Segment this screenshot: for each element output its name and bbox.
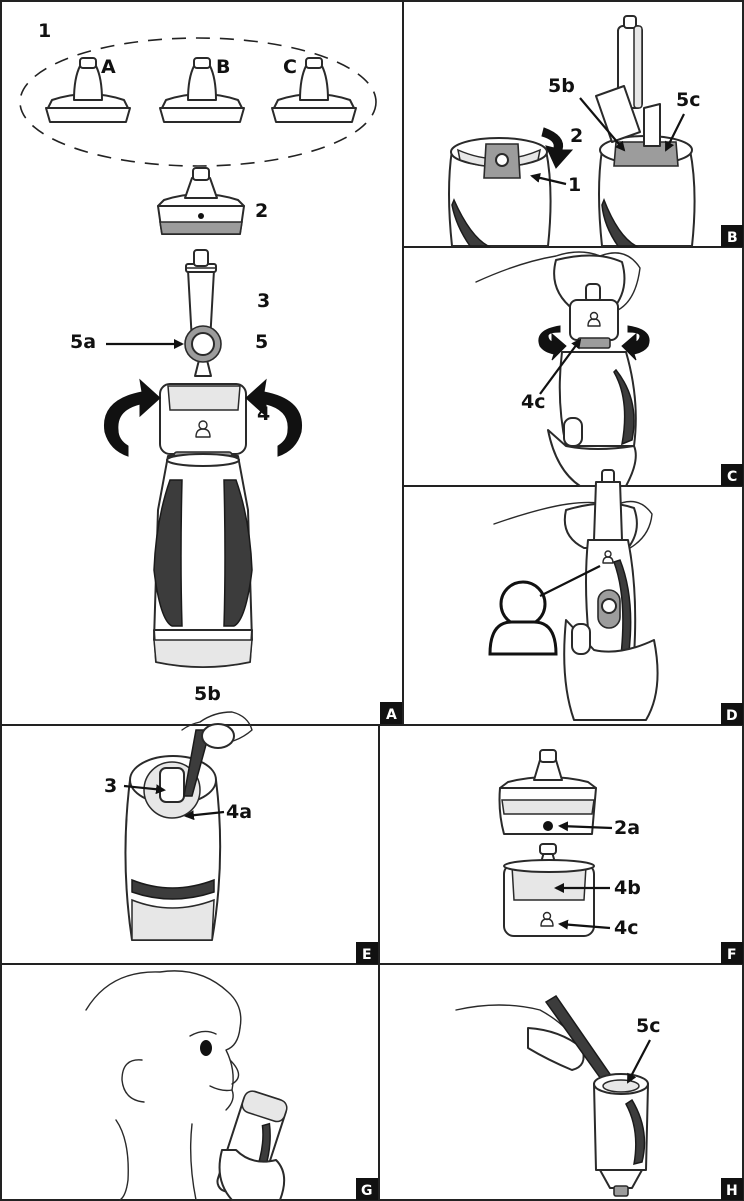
callout-b-2: 2 [570, 125, 583, 147]
panel-tag-e: E [362, 947, 372, 963]
callout-5b: 5b [194, 683, 221, 705]
panel-tag-a: A [386, 707, 397, 723]
callout-e-3: 3 [104, 775, 117, 797]
callout-tip-c: C [283, 56, 297, 78]
panel-tag-h: H [726, 1183, 738, 1199]
panel-e: 3 4a E [104, 712, 378, 964]
callout-c-4c: 4c [521, 391, 545, 413]
panel-tag-g: G [361, 1183, 373, 1199]
panel-tag-f: F [727, 947, 737, 963]
tip-b [160, 58, 244, 122]
panel-tag-b: B [727, 230, 738, 246]
callout-4: 4 [257, 403, 270, 425]
panel-b: 5b 5c 2 1 B [449, 16, 743, 247]
callout-f-4c: 4c [614, 917, 638, 939]
callout-b-1: 1 [568, 174, 581, 196]
rotate-left-arrow [104, 380, 160, 456]
callout-b-5c: 5c [676, 89, 700, 111]
callout-f-4b: 4b [614, 877, 641, 899]
panel-tag-c: C [727, 469, 737, 485]
panel-c: 4c C [476, 252, 743, 486]
panel-h: 5c H [456, 996, 743, 1200]
callout-b-5b: 5b [548, 75, 575, 97]
callout-tip-a: A [101, 56, 116, 78]
panel-tag-d: D [726, 708, 738, 724]
callout-tip-b: B [216, 56, 230, 78]
callout-2: 2 [255, 200, 268, 222]
panel-a: 1 A B C 2 3 4 5 5a 5b A [20, 20, 402, 724]
panel-d: D [490, 470, 743, 725]
callout-5: 5 [255, 331, 268, 353]
callout-1: 1 [38, 20, 51, 42]
tip-a [46, 58, 130, 122]
button-5a [185, 326, 221, 362]
panel-f: 2a 4b 4c F [500, 750, 744, 964]
rotate-right-arrow [246, 380, 302, 456]
callout-f-2a: 2a [614, 817, 640, 839]
callout-5a: 5a [70, 331, 96, 353]
nasal-tip [158, 168, 244, 234]
callout-3: 3 [257, 290, 270, 312]
collection-chamber [160, 360, 246, 468]
callout-e-4a: 4a [226, 801, 252, 823]
panel-g: G [86, 971, 378, 1201]
callout-h-5c: 5c [636, 1015, 660, 1037]
